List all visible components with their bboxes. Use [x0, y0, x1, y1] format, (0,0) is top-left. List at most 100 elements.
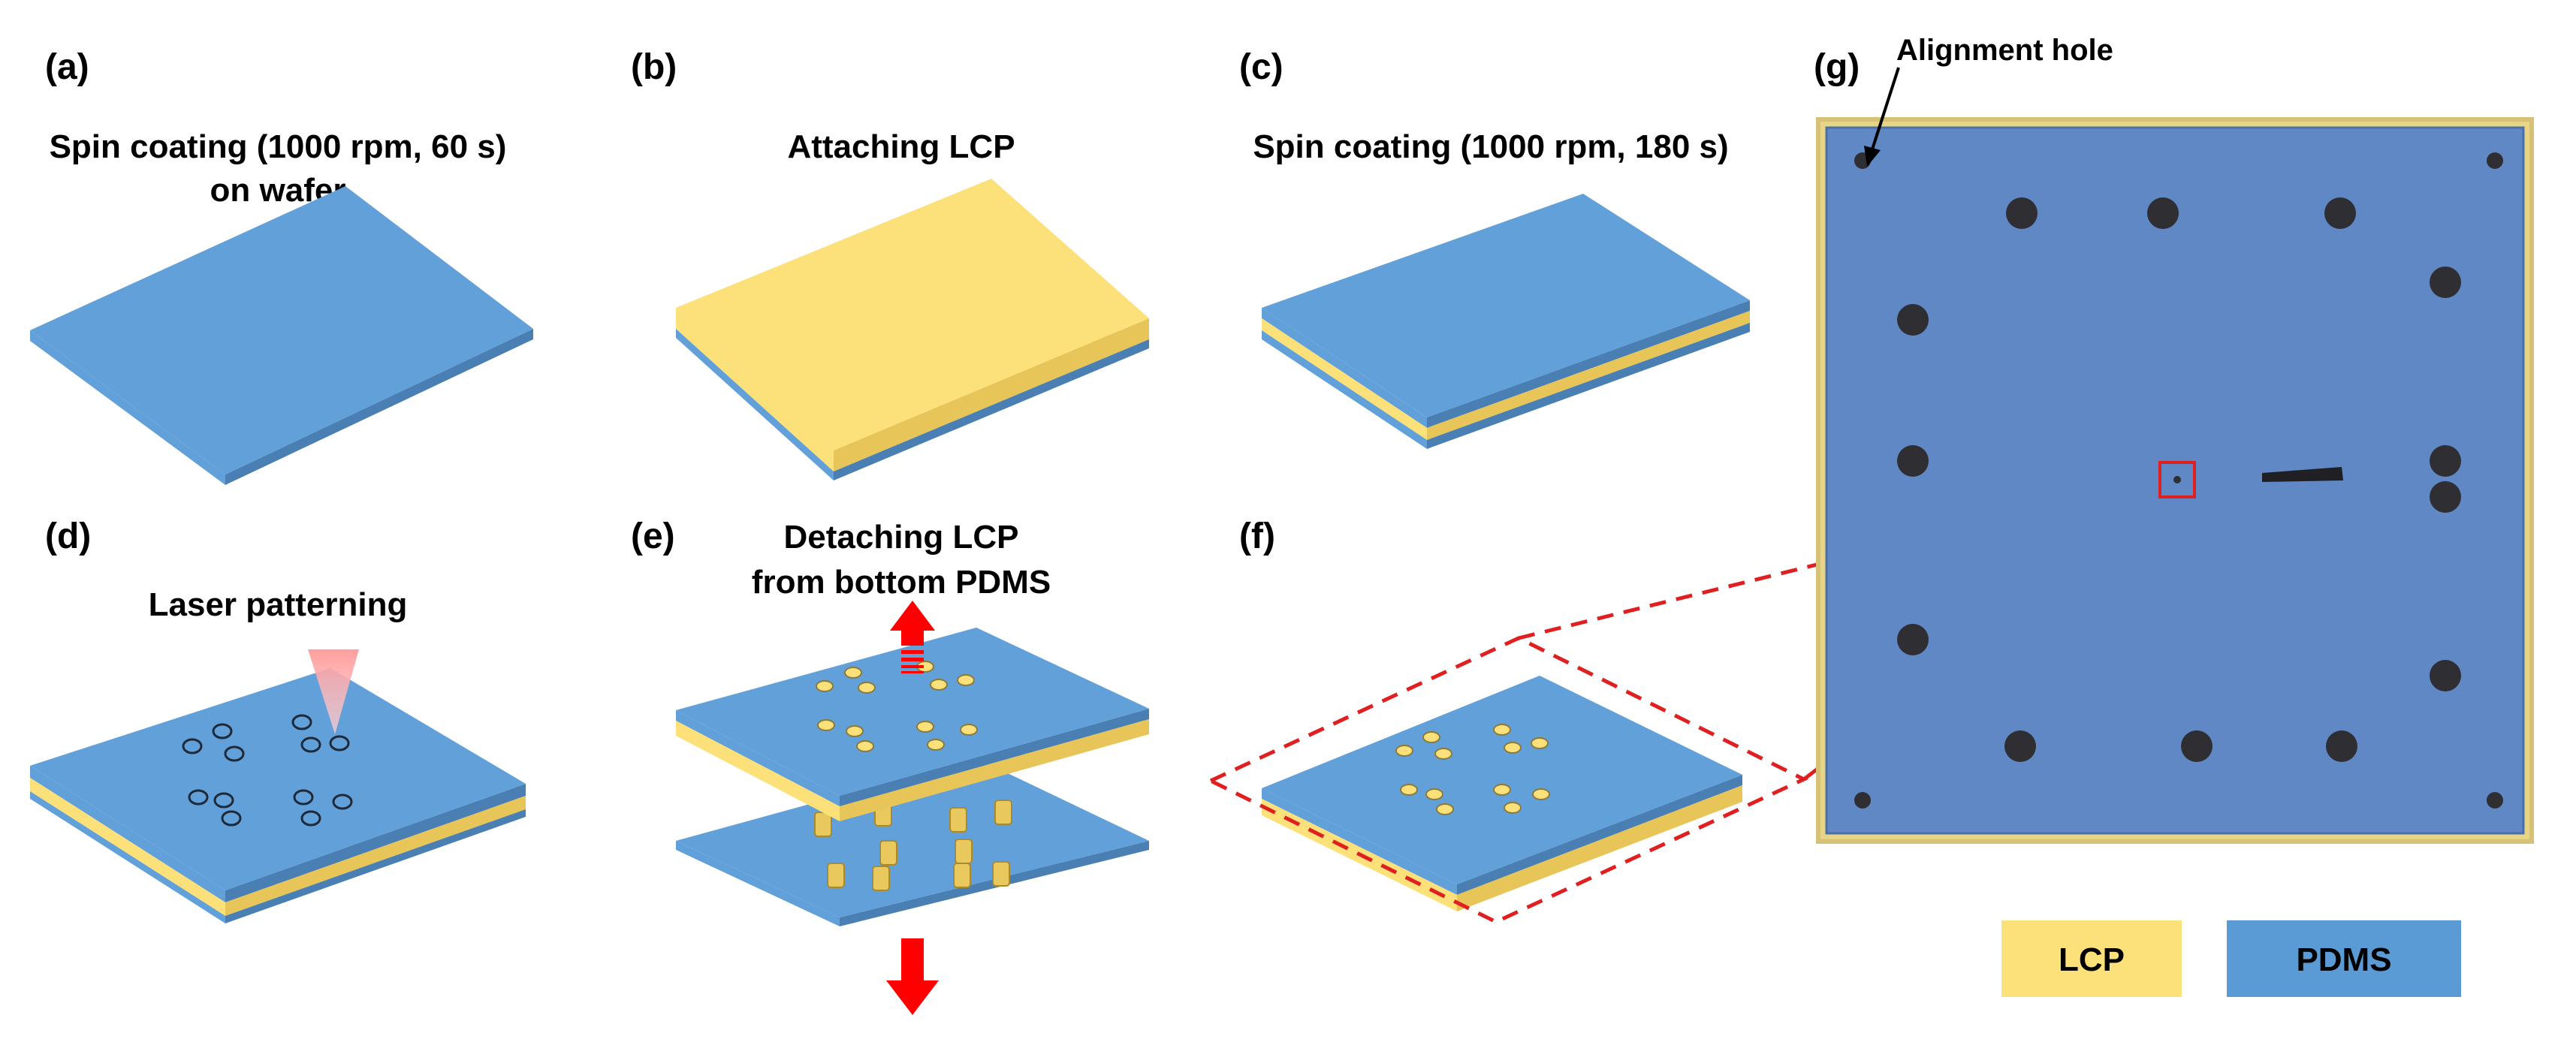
through-hole	[817, 719, 835, 731]
alignment-hole	[2487, 152, 2503, 169]
through-hole	[1400, 784, 1418, 796]
plate-hole	[2326, 730, 2357, 762]
legend-pdms-label: PDMS	[2296, 941, 2391, 978]
legend-lcp-label: LCP	[2059, 941, 2125, 978]
through-hole	[1425, 788, 1443, 800]
through-hole	[846, 725, 864, 737]
pdms-front-right-face	[1427, 300, 1750, 428]
pdms-front-left-face	[30, 766, 225, 902]
through-hole	[858, 682, 876, 694]
pdms-front-left-face	[30, 791, 225, 923]
lcp-pillar	[879, 840, 897, 866]
panel-e-top-slab	[676, 628, 1149, 821]
pattern-circle	[291, 714, 312, 730]
panel-e-top-slab-group	[676, 628, 1149, 821]
pdms-top-face	[1262, 194, 1750, 417]
up-arrow-icon	[890, 601, 935, 673]
pdms-front-right-face	[225, 809, 526, 923]
pattern-circle	[182, 738, 203, 754]
pattern-circle	[293, 789, 314, 806]
pdms-top-face	[1262, 676, 1742, 884]
lcp-pillar	[953, 863, 971, 888]
through-hole	[960, 724, 978, 736]
pattern-circle	[221, 810, 242, 827]
through-hole	[844, 667, 862, 679]
legend: LCP PDMS	[2001, 920, 2461, 997]
pattern-circle	[213, 792, 234, 809]
panel-e-bottom-slab-group	[676, 758, 1149, 926]
through-hole	[1395, 745, 1413, 757]
panel-e-title-line2: from bottom PDMS	[752, 564, 1051, 601]
plate-hole	[2430, 660, 2461, 691]
through-hole	[927, 739, 945, 751]
pattern-circle	[224, 745, 245, 762]
pdms-front-right-face	[1457, 775, 1742, 895]
pdms-front-left-face	[1262, 308, 1427, 428]
plate-hole	[1897, 304, 1929, 336]
plate-hole	[1897, 624, 1929, 655]
plate-hole	[2147, 197, 2179, 229]
alignment-hole	[1854, 792, 1871, 809]
panel-e-title-line1: Detaching LCP	[784, 519, 1019, 556]
panel-c-slab	[1262, 194, 1750, 449]
panel-a-slab	[30, 186, 533, 485]
lcp-front-right-face	[834, 318, 1149, 471]
pdms-front-left-face	[30, 330, 225, 485]
panel-b-title: Attaching LCP	[787, 128, 1015, 165]
pattern-circle	[212, 723, 233, 739]
lcp-front-right-face	[1427, 311, 1750, 440]
panel-c-label: (c)	[1239, 47, 1283, 87]
panel-d-slab	[30, 668, 526, 923]
panel-e-top-holes	[816, 661, 978, 752]
panel-f-label: (f)	[1239, 516, 1275, 556]
alignment-hole-annotation: Alignment hole	[1896, 34, 2113, 67]
lcp-front-left-face	[676, 721, 840, 821]
through-hole	[856, 740, 874, 752]
plate-hole	[2181, 730, 2213, 762]
through-hole	[816, 680, 834, 692]
pdms-front-left-face	[676, 710, 840, 806]
lcp-front-right-face	[1457, 785, 1742, 911]
plate-hole	[1897, 445, 1929, 477]
panel-d-circle-pattern	[182, 714, 353, 827]
pdms-front-right-face	[225, 329, 533, 485]
pattern-circle	[332, 794, 353, 810]
panel-b-slab	[676, 179, 1149, 480]
through-hole	[1434, 748, 1452, 760]
pattern-circle	[329, 735, 350, 751]
lcp-pillar	[872, 866, 890, 891]
lcp-pillar	[992, 861, 1010, 887]
lcp-front-left-face	[676, 308, 834, 471]
through-hole	[1493, 784, 1511, 796]
panel-g-label: (g)	[1814, 47, 1860, 87]
panel-b-label: (b)	[631, 47, 677, 87]
pdms-front-left-face	[676, 841, 840, 926]
down-arrow-icon	[886, 938, 939, 1015]
pdms-front-right-face	[840, 709, 1149, 806]
panel-g-holes	[1854, 152, 2503, 809]
through-hole	[1493, 724, 1511, 736]
plate-hole	[2430, 445, 2461, 477]
through-hole	[930, 679, 948, 691]
zoom-target-hole	[2173, 476, 2181, 483]
pdms-top-face	[676, 628, 1149, 796]
through-hole	[916, 721, 934, 733]
pdms-front-left-face	[1262, 330, 1427, 449]
panel-c-title: Spin coating (1000 rpm, 180 s)	[1253, 128, 1728, 165]
lcp-pillar	[814, 812, 832, 837]
through-hole	[1436, 803, 1454, 815]
pdms-top-face	[676, 758, 1149, 917]
lcp-front-left-face	[1262, 318, 1427, 440]
lcp-front-right-face	[225, 796, 526, 916]
lcp-pillar	[949, 807, 967, 833]
legend-lcp-swatch	[2001, 920, 2182, 997]
plate-hole	[2324, 197, 2356, 229]
lcp-pillar	[994, 800, 1012, 825]
panel-f-holes	[1395, 724, 1550, 815]
plate-hole	[2004, 730, 2036, 762]
through-hole	[1504, 742, 1522, 754]
pattern-circle	[300, 810, 321, 827]
pdms-front-right-face	[834, 339, 1149, 480]
lcp-front-left-face	[30, 778, 225, 916]
